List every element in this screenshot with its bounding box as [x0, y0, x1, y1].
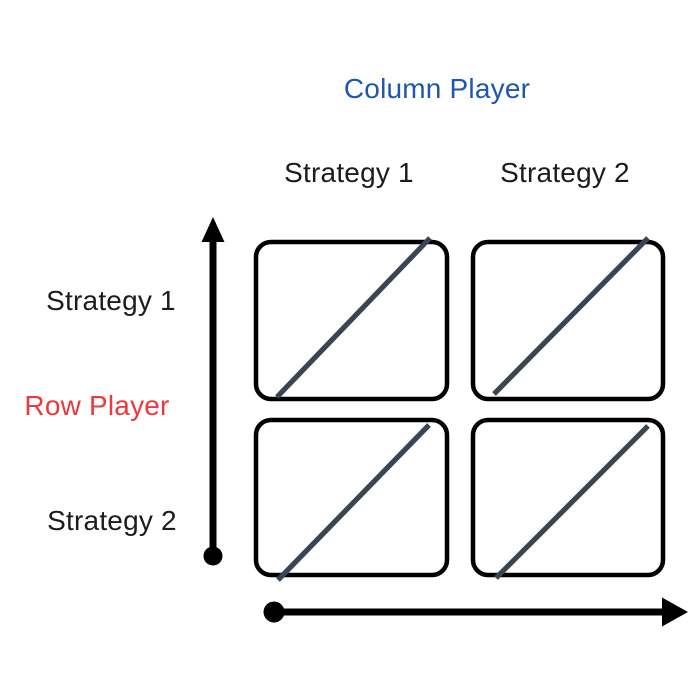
right-arrowhead-icon	[662, 597, 688, 627]
row-player-title: Row Player	[24, 390, 170, 421]
row-strategy-1-header: Strategy 1	[46, 285, 176, 316]
row-player-axis	[201, 217, 225, 566]
column-strategy-1-header: Strategy 1	[284, 157, 414, 188]
cell-box	[253, 417, 450, 578]
up-arrowhead-icon	[201, 217, 225, 242]
column-player-title: Column Player	[343, 73, 531, 104]
payoff-cell-row1-col1	[253, 236, 450, 402]
payoff-cell-row1-col2	[470, 236, 666, 402]
diagonal-line-icon	[494, 424, 650, 580]
payoff-cell-row2-col2	[470, 417, 666, 580]
row-strategy-2-header: Strategy 2	[47, 505, 177, 536]
diagonal-line-icon	[276, 423, 431, 582]
diagonal-line-icon	[492, 236, 650, 396]
column-player-axis	[263, 597, 688, 627]
cell-box	[470, 417, 666, 578]
row-axis-origin-dot-icon	[203, 546, 223, 566]
column-axis-origin-dot-icon	[263, 601, 285, 623]
column-strategy-2-header: Strategy 2	[500, 157, 630, 188]
diagonal-line-icon	[275, 236, 432, 399]
payoff-cell-row2-col1	[253, 417, 450, 582]
